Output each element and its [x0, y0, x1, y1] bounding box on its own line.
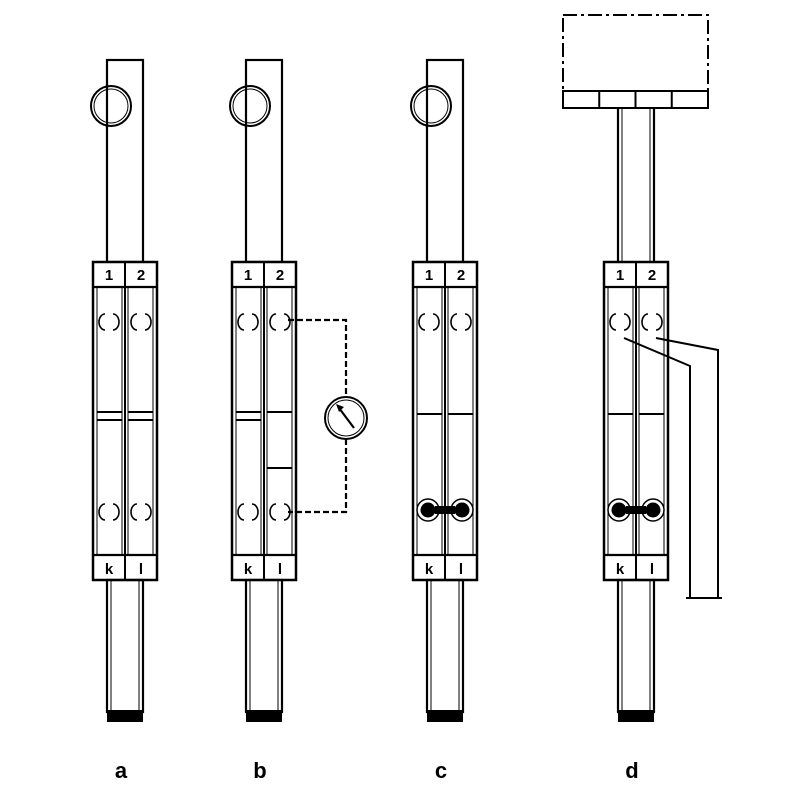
- ct-ring-inner: [93, 88, 129, 124]
- terminal-label-k: k: [616, 561, 625, 578]
- shorting-link-icon: [435, 506, 455, 514]
- terminal-label-1: 1: [616, 267, 624, 284]
- screw-right-bracket: [112, 503, 120, 521]
- panel-caption-b: b: [253, 758, 266, 783]
- screw-left-bracket: [237, 313, 245, 331]
- terminal-label-k: k: [244, 561, 253, 578]
- terminal-label-1: 1: [244, 267, 252, 284]
- screw-right-bracket: [655, 313, 663, 331]
- screw-terminal-2: [269, 313, 291, 331]
- external-device-box-icon: [562, 14, 709, 92]
- screw-right-bracket: [144, 503, 152, 521]
- screw-left-bracket: [130, 313, 138, 331]
- external-lead-1: [623, 337, 691, 598]
- terminal-label-2: 2: [648, 267, 656, 284]
- panel-c: 1 2 k l c: [410, 58, 479, 783]
- ct-ring-inner: [232, 88, 268, 124]
- panel-d: 1 2 k l d: [562, 14, 722, 783]
- screw-terminal-1: [98, 313, 120, 331]
- terminal-label-k: k: [425, 561, 434, 578]
- meter-needle: [338, 407, 355, 429]
- screw-right-bracket: [251, 503, 259, 521]
- terminal-label-1: 1: [425, 267, 433, 284]
- panel-caption-d: d: [625, 758, 638, 783]
- screw-left-bracket: [237, 503, 245, 521]
- terminal-label-l: l: [139, 561, 143, 578]
- screw-terminal-1: [609, 313, 631, 331]
- ct-ring-icon: [90, 85, 132, 127]
- screw-right-bracket: [251, 313, 259, 331]
- terminal-label-k: k: [105, 561, 114, 578]
- meter-lead-lower: [288, 439, 348, 514]
- screw-right-bracket: [464, 313, 472, 331]
- screw-left-bracket: [98, 503, 106, 521]
- panel-a: 1 2 k l a: [90, 58, 159, 783]
- screw-right-bracket: [144, 313, 152, 331]
- terminal-label-2: 2: [137, 267, 145, 284]
- cable-lower: [244, 578, 284, 714]
- terminal-label-1: 1: [105, 267, 113, 284]
- cable-lower: [616, 578, 656, 714]
- screw-right-bracket: [432, 313, 440, 331]
- terminal-label-l: l: [459, 561, 463, 578]
- ct-ring-inner: [413, 88, 449, 124]
- cable-end-cap: [246, 710, 282, 722]
- screw-terminal-k: [237, 503, 259, 521]
- screw-left-bracket: [98, 313, 106, 331]
- screw-left-bracket: [609, 313, 617, 331]
- cable-lower: [105, 578, 145, 714]
- shorted-screw-head: [645, 502, 661, 518]
- terminal-label-2: 2: [276, 267, 284, 284]
- shorted-screw-head: [454, 502, 470, 518]
- screw-terminal-2: [641, 313, 663, 331]
- panel-caption-c: c: [435, 758, 447, 783]
- screw-terminal-1: [237, 313, 259, 331]
- screw-terminal-l: [130, 503, 152, 521]
- shorting-link-icon: [626, 506, 646, 514]
- screw-terminal-2: [450, 313, 472, 331]
- screw-right-bracket: [283, 313, 291, 331]
- measuring-instrument-icon: [324, 396, 368, 440]
- cable-end-cap: [107, 710, 143, 722]
- terminal-label-l: l: [278, 561, 282, 578]
- screw-left-bracket: [269, 503, 277, 521]
- panel-b: 1 2 k l b: [229, 58, 368, 783]
- cable-lower: [425, 578, 465, 714]
- shorted-screw-head: [420, 502, 436, 518]
- meter-lead-upper: [288, 318, 348, 397]
- terminal-label-2: 2: [457, 267, 465, 284]
- screw-right-bracket: [623, 313, 631, 331]
- ct-ring-icon: [410, 85, 452, 127]
- ct-ring-icon: [229, 85, 271, 127]
- panel-caption-a: a: [115, 758, 128, 783]
- meter-needle-tip: [336, 404, 344, 412]
- meter-dial-inner: [327, 399, 365, 437]
- screw-left-bracket: [418, 313, 426, 331]
- cable-end-cap: [427, 710, 463, 722]
- screw-right-bracket: [112, 313, 120, 331]
- terminal-label-l: l: [650, 561, 654, 578]
- screw-left-bracket: [130, 503, 138, 521]
- screw-left-bracket: [269, 313, 277, 331]
- shorted-screw-head: [611, 502, 627, 518]
- screw-left-bracket: [641, 313, 649, 331]
- screw-left-bracket: [450, 313, 458, 331]
- screw-terminal-1: [418, 313, 440, 331]
- cable-end-cap: [618, 710, 654, 722]
- screw-terminal-k: [98, 503, 120, 521]
- screw-terminal-2: [130, 313, 152, 331]
